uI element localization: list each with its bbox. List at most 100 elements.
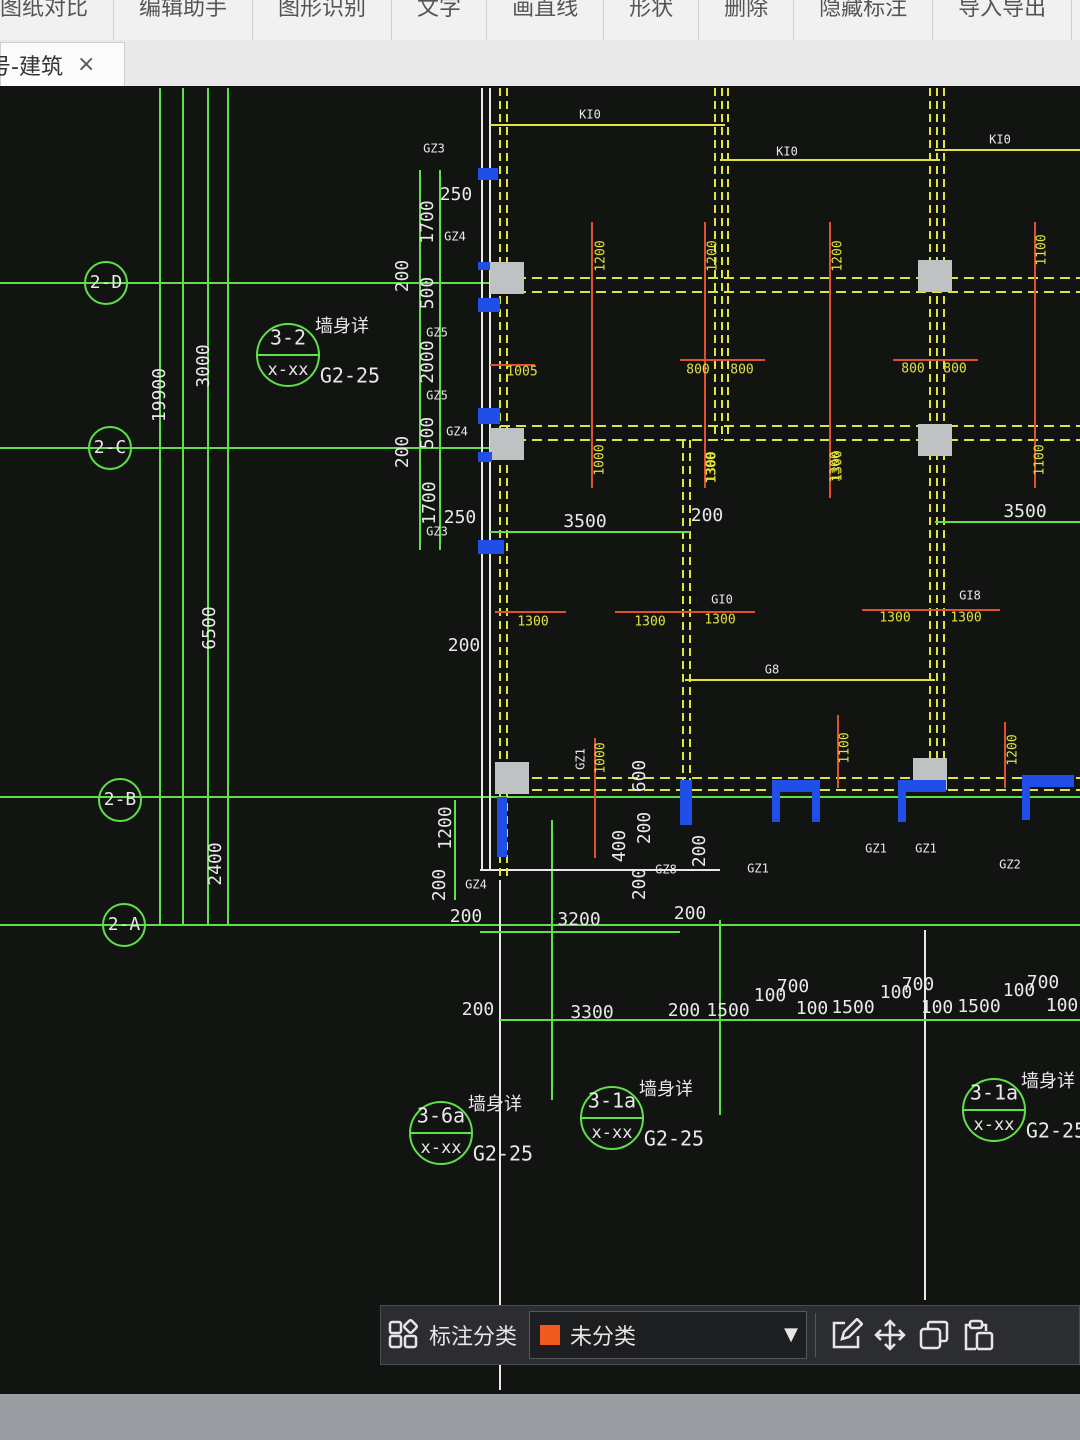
horizontal-dimension: 3500 [1003, 501, 1046, 522]
toolbar-divider [815, 1313, 817, 1357]
vertical-dimension: 200 [392, 260, 413, 293]
vertical-dimension: 1700 [419, 481, 440, 524]
drawing-label: GZ3 [423, 142, 445, 156]
detail-title: 墙身详 [639, 1079, 693, 1100]
horizontal-dimension: 700 [1027, 972, 1060, 993]
wall-segment [772, 780, 820, 792]
detail-bubble [256, 323, 320, 387]
horizontal-dimension: 100 [1003, 980, 1036, 1001]
red-dimension: 1300 [634, 615, 665, 630]
red-dimension: 800 [901, 362, 924, 377]
drawing-label: GI0 [711, 593, 733, 607]
vertical-dimension: 200 [689, 835, 710, 868]
horizontal-dimension: 200 [691, 505, 724, 526]
detail-code: G2-25 [473, 1142, 533, 1166]
red-dimension: 1200 [594, 240, 609, 271]
wall-segment [478, 168, 498, 180]
wall-segment [478, 298, 500, 312]
axis-label: 2-C [94, 437, 127, 458]
axis-bubble [102, 903, 146, 947]
red-dimension: 1300 [704, 613, 735, 628]
drawing-label: GZ2 [999, 858, 1021, 872]
axis-label: 2-A [108, 914, 141, 935]
menu-item-edit-assistant[interactable]: 编辑助手 [114, 0, 254, 40]
wall-segment [680, 780, 692, 825]
red-dimension: 1200 [1006, 734, 1021, 765]
vertical-dimension: 600 [629, 760, 650, 793]
tab-label: 号-建筑 [0, 54, 63, 80]
menu-item-text[interactable]: 文字 [392, 0, 488, 40]
red-dimension: 800 [943, 362, 966, 377]
detail-sheet: x-xx [592, 1123, 633, 1143]
drawing-label: GI8 [959, 589, 981, 603]
detail-code: G2-25 [320, 364, 380, 388]
drawing-label: KI0 [579, 108, 601, 122]
edit-icon[interactable] [824, 1313, 868, 1357]
wall-segment [898, 780, 946, 792]
horizontal-dimension: 1500 [706, 1000, 749, 1021]
detail-title: 墙身详 [468, 1094, 522, 1115]
drawing-label: GZ1 [747, 862, 769, 876]
menu-item-draw-line[interactable]: 画直线 [487, 0, 605, 40]
close-icon[interactable]: × [76, 52, 96, 77]
grid-icon[interactable] [381, 1313, 425, 1357]
horizontal-dimension: 700 [902, 974, 935, 995]
wall-segment [812, 780, 820, 822]
horizontal-dimension: 200 [668, 1000, 701, 1021]
horizontal-dimension: 100 [1046, 995, 1079, 1016]
axis-bubble [98, 778, 142, 822]
menu-item-shape[interactable]: 形状 [604, 0, 700, 40]
annotation-category-label: 标注分类 [429, 1325, 518, 1350]
detail-number: 3-6a [417, 1104, 465, 1128]
annotation-category-select[interactable]: 未分类 ▼ [529, 1311, 808, 1359]
annotation-toolbar: 标注分类 未分类 ▼ [380, 1305, 1080, 1365]
red-dimension: 1200 [831, 240, 846, 271]
menu-item-shape-recognition[interactable]: 图形识别 [253, 0, 393, 40]
tab-strip: 号-建筑 × [0, 40, 1080, 87]
menu-item-hide-annotation[interactable]: 隐藏标注 [794, 0, 934, 40]
red-dimension: 1300 [517, 615, 548, 630]
annotation-category-value: 未分类 [570, 1325, 637, 1350]
vertical-dimension: 500 [417, 277, 438, 310]
wall-segment [478, 408, 500, 424]
detail-title: 墙身详 [315, 316, 369, 337]
wall-segment [478, 262, 490, 270]
category-color-swatch [540, 1325, 561, 1345]
axis-label: 2-B [104, 789, 137, 810]
axis-label: 2-D [90, 272, 123, 293]
detail-number: 3-2 [270, 326, 306, 350]
red-dimension: 1000 [594, 742, 609, 773]
vertical-dimension: 200 [634, 812, 655, 845]
vertical-dimension: 2000 [417, 340, 438, 383]
wall-segment [1022, 775, 1074, 787]
detail-title: 墙身详 [1021, 1071, 1075, 1092]
move-icon[interactable] [868, 1313, 912, 1357]
horizontal-dimension: 100 [921, 997, 954, 1018]
vertical-dimension: 250 [444, 507, 477, 528]
copy-icon[interactable] [912, 1313, 956, 1357]
drawing-label: GZ3 [426, 525, 448, 539]
detail-code: G2-25 [644, 1127, 704, 1151]
paste-icon[interactable] [956, 1313, 1000, 1357]
menu-item-drawing-compare[interactable]: 图纸对比 [0, 0, 115, 40]
red-dimension: 800 [730, 363, 753, 378]
drawing-label: GZ1 [865, 842, 887, 856]
red-dimension: 1000 [593, 444, 608, 475]
detail-sheet: x-xx [268, 360, 309, 380]
vertical-dimension: 1200 [435, 806, 456, 849]
vertical-dimension: 200 [392, 436, 413, 469]
menu-item-delete[interactable]: 删除 [699, 0, 795, 40]
chevron-down-icon[interactable]: ▼ [784, 1324, 799, 1345]
vertical-dimension: 1700 [417, 200, 438, 243]
horizontal-dimension: 100 [754, 985, 787, 1006]
horizontal-dimension: 200 [674, 903, 707, 924]
horizontal-dimension: 3500 [563, 511, 606, 532]
menu-item-import-export[interactable]: 导入导出 [933, 0, 1073, 40]
detail-bubble [409, 1101, 473, 1165]
drawing-label: GZ1 [915, 842, 937, 856]
overall-dimension: 19900 [149, 368, 170, 422]
detail-bubble [962, 1078, 1026, 1142]
cad-drawing: 2-D2-C2-B2-A199003000650024003-2x-xx墙身详G… [0, 88, 1080, 1390]
tab-drawing[interactable]: 号-建筑 × [0, 42, 125, 86]
